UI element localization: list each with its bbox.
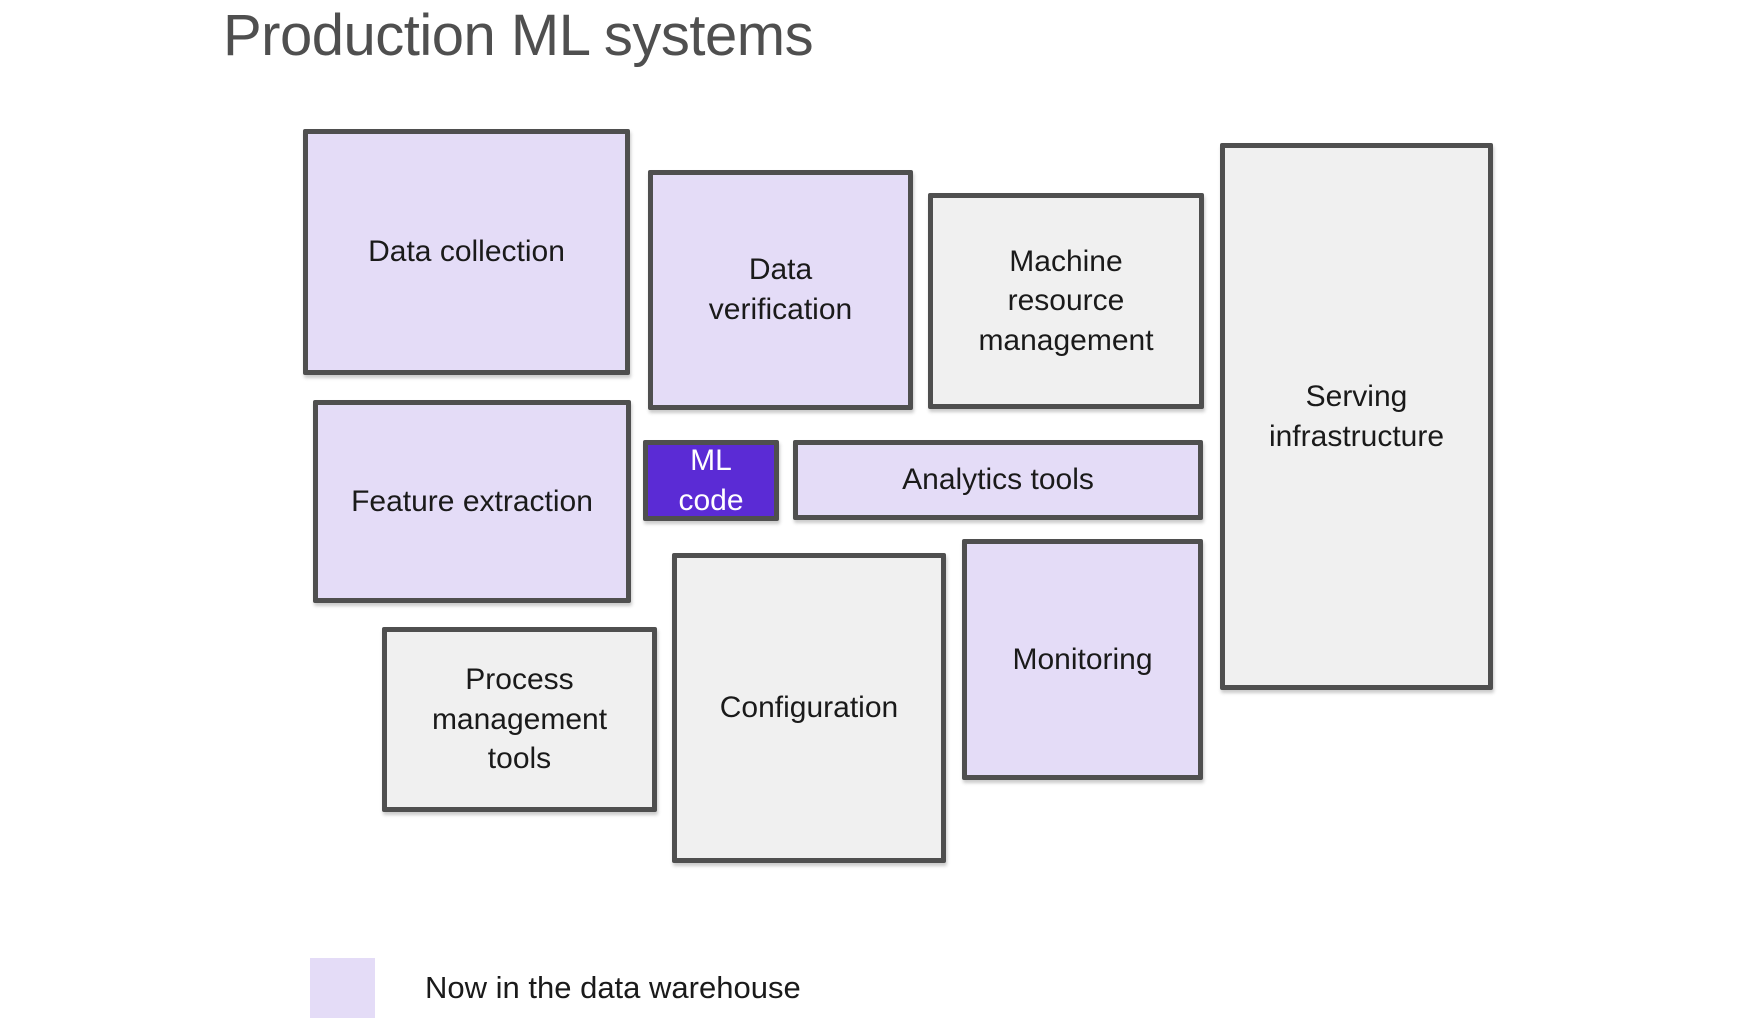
node-label: Process management tools bbox=[431, 663, 608, 776]
node-analytics-tools: Analytics tools bbox=[793, 440, 1203, 520]
node-label: ML code bbox=[678, 443, 744, 517]
node-label: Data collection bbox=[368, 235, 565, 269]
diagram-title: Production ML systems bbox=[223, 3, 814, 68]
legend-label: Now in the data warehouse bbox=[425, 970, 801, 1005]
node-machine-resource-management: Machine resource management bbox=[928, 193, 1204, 409]
node-data-verification: Data verification bbox=[648, 170, 913, 410]
node-label: Monitoring bbox=[1012, 642, 1153, 676]
legend-warehouse-swatch bbox=[310, 958, 375, 1018]
node-label: Feature extraction bbox=[351, 484, 593, 518]
node-configuration: Configuration bbox=[672, 553, 946, 863]
node-label: Configuration bbox=[719, 691, 899, 725]
node-ml-code: ML code bbox=[643, 440, 779, 521]
node-data-collection: Data collection bbox=[303, 129, 630, 375]
node-label: Serving infrastructure bbox=[1268, 379, 1445, 453]
node-label: Analytics tools bbox=[902, 463, 1094, 497]
node-process-management-tools: Process management tools bbox=[382, 627, 657, 812]
node-label: Machine resource management bbox=[978, 244, 1154, 357]
node-label: Data verification bbox=[708, 253, 853, 326]
node-monitoring: Monitoring bbox=[962, 539, 1203, 780]
node-serving-infrastructure: Serving infrastructure bbox=[1220, 143, 1493, 690]
node-feature-extraction: Feature extraction bbox=[313, 400, 631, 603]
